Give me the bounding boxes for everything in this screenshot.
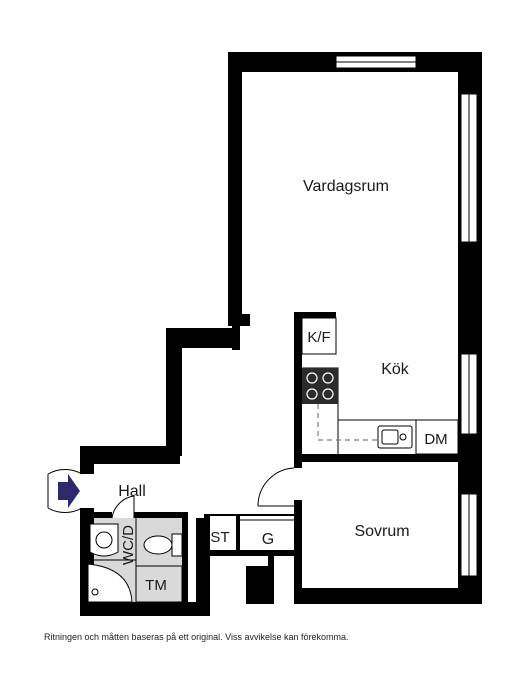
stove-icon (302, 368, 338, 404)
room-label-wc: WC/D (120, 525, 137, 565)
toilet-icon (143, 533, 183, 557)
sink-icon (377, 425, 413, 449)
kitchen-dashed-line (317, 404, 380, 441)
room-label-dryer: TM (145, 577, 167, 594)
room-label-living: Vardagsrum (303, 178, 389, 195)
entrance-door (47, 468, 83, 514)
room-label-hall: Hall (118, 483, 146, 500)
entrance-arrow-icon (58, 474, 80, 508)
washbasin-icon (89, 523, 119, 557)
room-label-storage: ST (210, 529, 229, 546)
bedroom-door (257, 467, 295, 507)
shower-icon (87, 563, 133, 603)
interior-walls (88, 312, 462, 606)
room-label-dishwasher: DM (424, 431, 447, 448)
room-label-kitchen: Kök (381, 361, 410, 378)
exterior-walls (80, 52, 482, 616)
disclaimer-footnote: Ritningen och måtten baseras på ett orig… (44, 632, 349, 642)
windows (335, 55, 478, 577)
room-label-wardrobe: G (262, 531, 274, 548)
bathroom-door (111, 495, 135, 519)
room-label-bedroom: Sovrum (354, 523, 409, 540)
entrance-opening (80, 474, 94, 508)
room-label-fridge-freezer: K/F (307, 329, 330, 346)
